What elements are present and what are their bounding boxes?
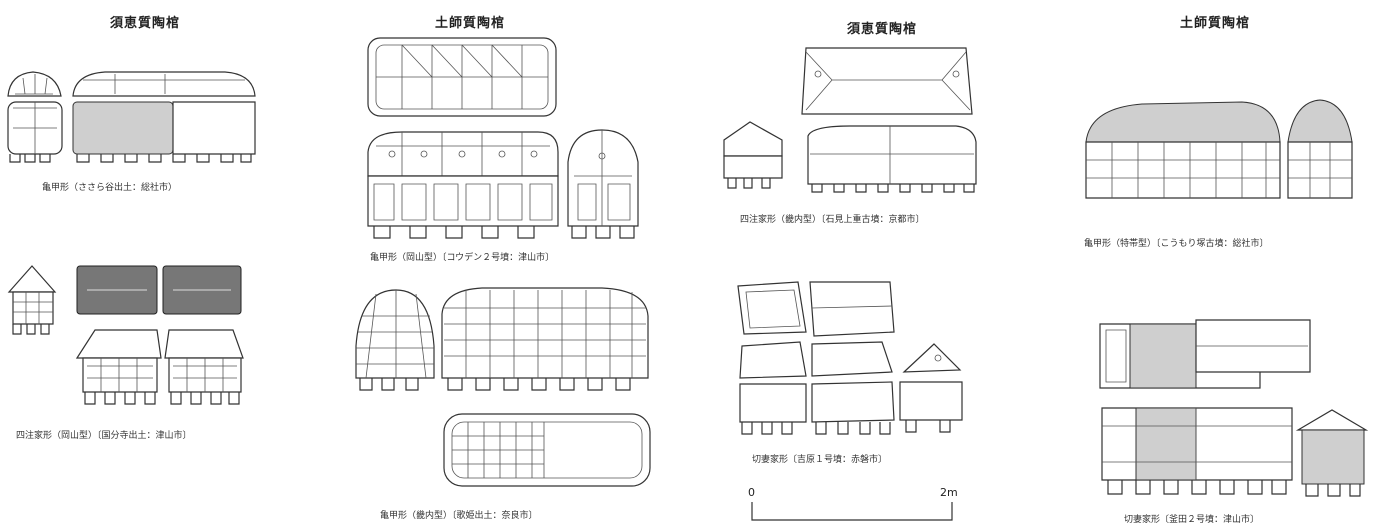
caption-sasaradani: 亀甲形（ささら谷出土：総社市） bbox=[42, 183, 178, 193]
caption-kamada: 切妻家形〔釜田２号墳：津山市〕 bbox=[1124, 515, 1260, 525]
coffin-kikko-kouden bbox=[362, 36, 644, 244]
caption-kokubunji: 四注家形（岡山型）〔国分寺出土：津山市〕 bbox=[16, 431, 192, 441]
coffin-kikko-sasaradani bbox=[5, 66, 260, 166]
coffin-kirizuma-kamada bbox=[1096, 316, 1370, 506]
scale-bar bbox=[751, 502, 953, 521]
scale-start-label: 0 bbox=[748, 486, 755, 499]
header-sue-2: 須恵質陶棺 bbox=[846, 22, 918, 37]
caption-yoshihara: 切妻家形〔吉原１号墳：赤磐市〕 bbox=[752, 455, 888, 465]
coffin-kikko-koumorizuka bbox=[1082, 98, 1358, 210]
caption-kouden: 亀甲形（岡山型）〔コウデン２号墳：津山市〕 bbox=[370, 253, 555, 263]
coffin-kirizuma-yoshihara bbox=[734, 280, 974, 440]
coffin-yosu-iwami bbox=[720, 44, 980, 194]
header-sue-1: 須恵質陶棺 bbox=[109, 16, 181, 31]
caption-iwami: 四注家形（畿内型）〔石見上重古墳：京都市〕 bbox=[740, 215, 925, 225]
coffin-kikko-utahime bbox=[352, 286, 652, 494]
scale-end-label: 2m bbox=[940, 486, 958, 499]
header-haji-2: 土師質陶棺 bbox=[1179, 16, 1251, 31]
coffin-yosu-kokubunji bbox=[5, 262, 245, 412]
caption-koumorizuka: 亀甲形（特帯型）〔こうもり塚古墳：総社市〕 bbox=[1084, 239, 1269, 249]
header-haji-1: 土師質陶棺 bbox=[434, 16, 506, 31]
caption-utahime: 亀甲形（畿内型）〔歌姫出土：奈良市〕 bbox=[380, 511, 538, 521]
